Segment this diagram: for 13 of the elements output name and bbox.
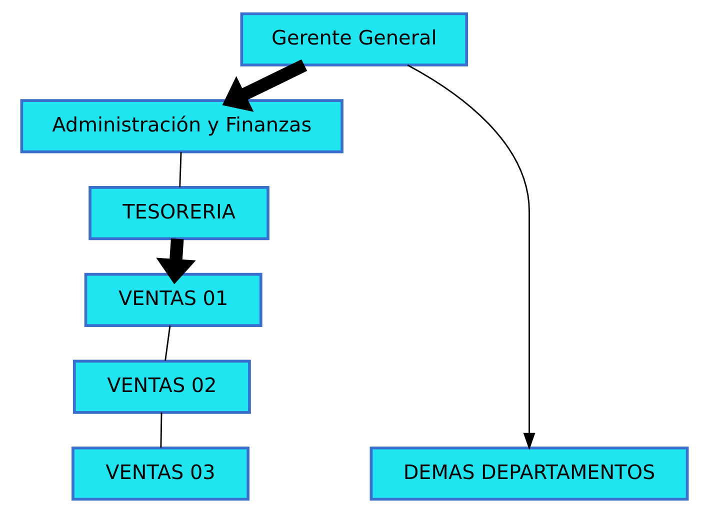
connector <box>164 326 170 361</box>
node-box: Gerente General <box>240 12 468 66</box>
node-box: VENTAS 03 <box>71 446 249 501</box>
node-box: VENTAS 01 <box>84 272 262 327</box>
connector <box>160 412 162 448</box>
node-box: VENTAS 02 <box>72 360 250 414</box>
connector <box>178 152 182 188</box>
arrow <box>406 64 535 450</box>
arrow <box>156 238 196 284</box>
node-box: TESORERIA <box>88 186 269 240</box>
arrow <box>222 59 307 112</box>
node-box: Administración y Finanzas <box>20 99 343 154</box>
node-box: DEMAS DEPARTAMENTOS <box>369 446 688 501</box>
